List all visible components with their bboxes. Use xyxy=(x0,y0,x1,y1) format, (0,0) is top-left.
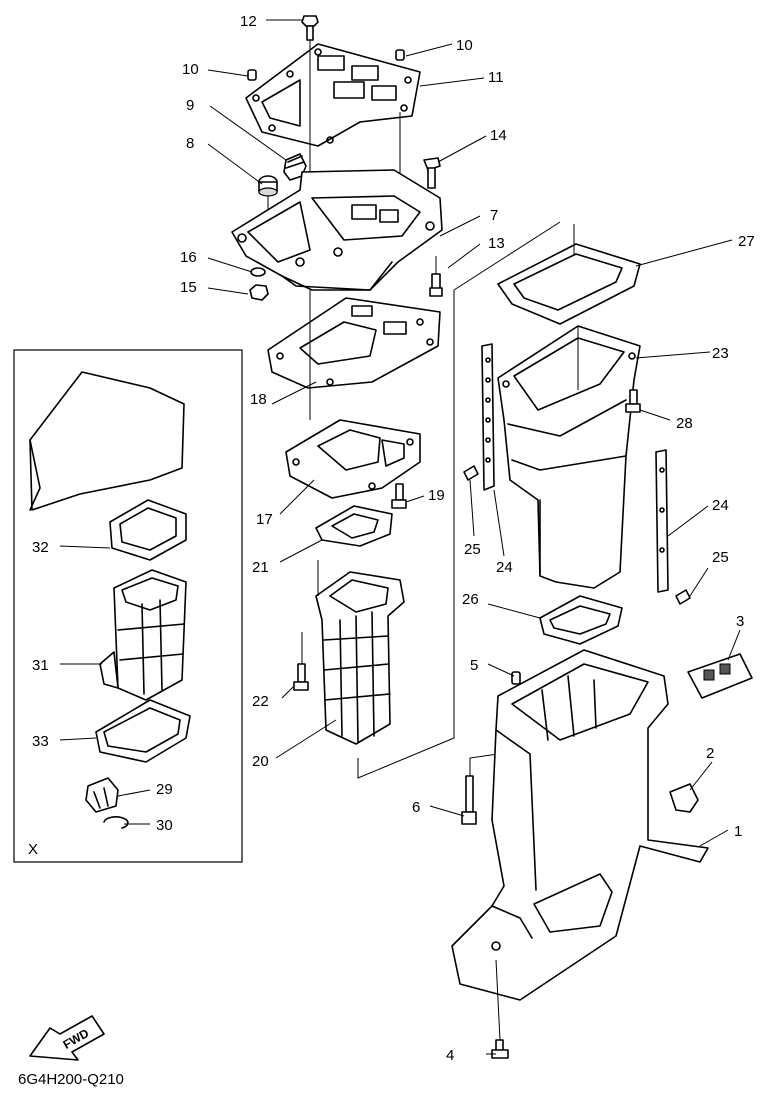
drawing-code: 6G4H200-Q210 xyxy=(18,1071,124,1088)
oil-pan-bolt xyxy=(625,389,641,413)
callout-31: 31 xyxy=(32,657,49,674)
callout-15: 15 xyxy=(180,279,197,296)
washer xyxy=(250,267,266,277)
callout-24-right: 24 xyxy=(712,497,729,514)
inset-nut xyxy=(85,777,119,813)
forward-arrow-icon xyxy=(29,1015,105,1061)
callout-26: 26 xyxy=(462,591,479,608)
callout-8: 8 xyxy=(186,135,194,152)
rubber-seal-left xyxy=(481,343,495,491)
callout-27: 27 xyxy=(738,233,755,250)
locating-pin xyxy=(511,671,521,685)
callout-25-right: 25 xyxy=(712,549,729,566)
inset-label: X xyxy=(28,841,38,858)
callout-3: 3 xyxy=(736,613,744,630)
inset-casing-outline xyxy=(29,371,185,511)
exhaust-pipe xyxy=(315,560,405,745)
callout-18: 18 xyxy=(250,391,267,408)
callout-labels: 1 2 3 4 5 6 7 8 9 10 10 11 12 13 14 15 1… xyxy=(32,13,755,1064)
upper-casing-main xyxy=(451,649,709,1041)
callout-24-left: 24 xyxy=(496,559,513,576)
leader-lines xyxy=(59,19,741,1055)
small-gasket xyxy=(315,505,393,547)
clip-left xyxy=(463,465,479,481)
inset-exhaust-pipe xyxy=(99,569,187,701)
inset-frame xyxy=(13,349,243,863)
callout-33: 33 xyxy=(32,733,49,750)
drive-shaft-seal xyxy=(539,595,623,645)
top-gasket xyxy=(245,43,421,147)
upper-casing xyxy=(231,169,443,291)
callout-28: 28 xyxy=(676,415,693,432)
callout-10-left: 10 xyxy=(182,61,199,78)
callout-25-left: 25 xyxy=(464,541,481,558)
plug xyxy=(258,175,278,250)
callout-1: 1 xyxy=(734,823,742,840)
callout-10-right: 10 xyxy=(456,37,473,54)
assembly-bracket xyxy=(357,221,561,779)
callout-17: 17 xyxy=(256,511,273,528)
callout-2: 2 xyxy=(706,745,714,762)
bottom-bolt xyxy=(491,1039,509,1059)
upper-bolt xyxy=(423,157,441,189)
callout-11: 11 xyxy=(488,69,504,86)
callout-22: 22 xyxy=(252,693,269,710)
rubber-mount xyxy=(687,653,753,699)
callout-21: 21 xyxy=(252,559,269,576)
hex-nut xyxy=(249,284,269,301)
callout-29: 29 xyxy=(156,781,173,798)
rubber-seal-right xyxy=(655,449,669,593)
callout-20: 20 xyxy=(252,753,269,770)
pipe-bolt xyxy=(293,632,309,691)
callout-19: 19 xyxy=(428,487,445,504)
clip-right xyxy=(675,589,691,605)
guide-bolt xyxy=(391,483,407,509)
callout-16: 16 xyxy=(180,249,197,266)
casing-bolt xyxy=(429,256,443,297)
long-bolt xyxy=(461,753,499,825)
oil-pan xyxy=(497,325,641,589)
callout-12: 12 xyxy=(240,13,257,30)
callout-9: 9 xyxy=(186,97,194,114)
inset-seal-upper xyxy=(109,499,187,561)
callout-23: 23 xyxy=(712,345,729,362)
retainer-clip xyxy=(669,783,699,813)
dowel-pin-left xyxy=(247,69,257,81)
inset-seal-lower xyxy=(95,699,191,763)
inset-circlip xyxy=(103,816,129,829)
callout-30: 30 xyxy=(156,817,173,834)
callout-32: 32 xyxy=(32,539,49,556)
callout-6: 6 xyxy=(412,799,420,816)
oil-pan-gasket xyxy=(497,224,641,325)
callout-7: 7 xyxy=(490,207,498,224)
mid-gasket xyxy=(267,290,441,420)
callout-4: 4 xyxy=(446,1047,454,1064)
exhaust-guide xyxy=(285,419,421,499)
callout-14: 14 xyxy=(490,127,507,144)
callout-13: 13 xyxy=(488,235,505,252)
callout-5: 5 xyxy=(470,657,478,674)
